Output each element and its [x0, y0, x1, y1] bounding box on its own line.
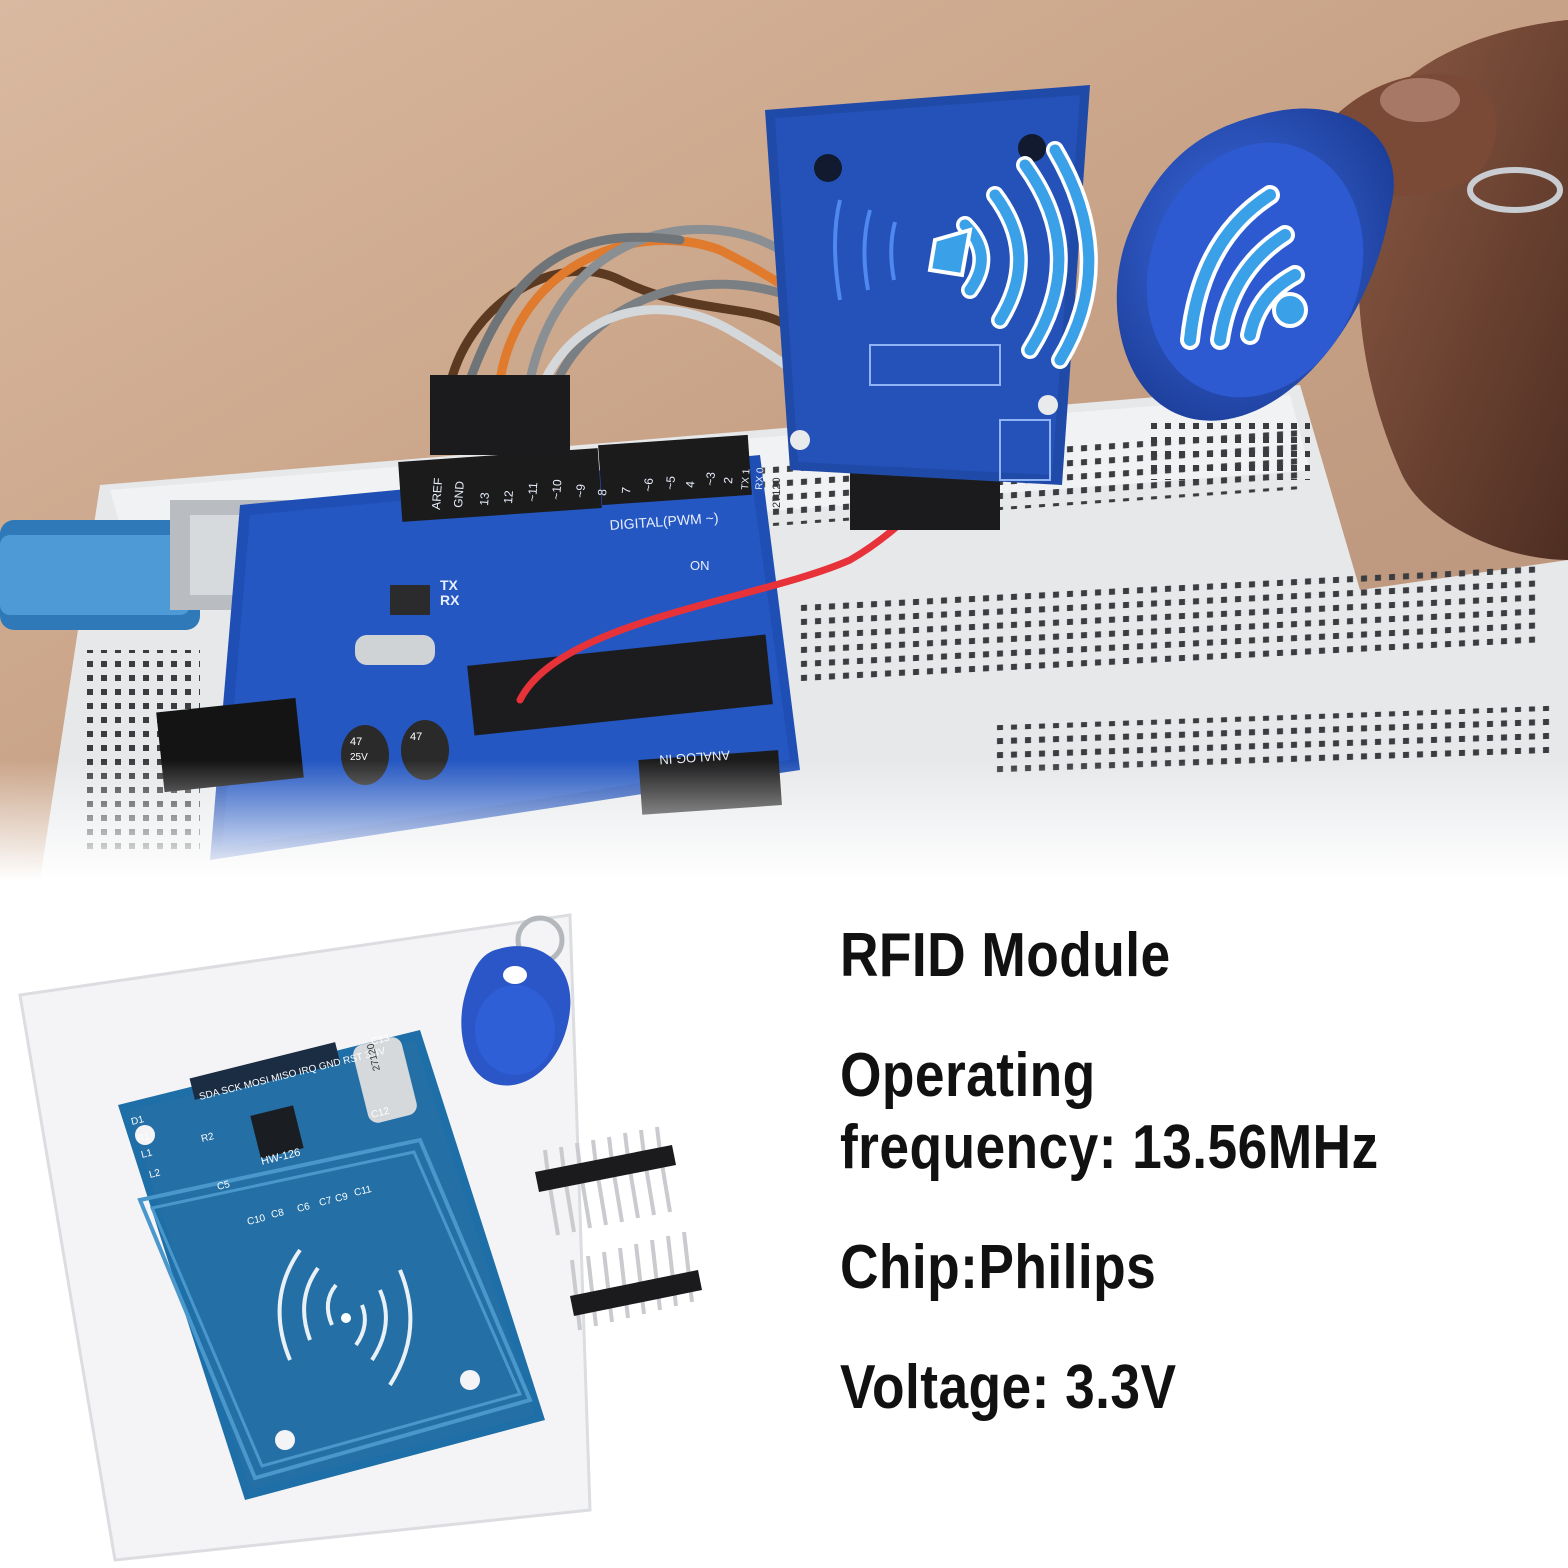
keyfob-tag	[461, 915, 571, 1086]
pin-6-label: ~6	[641, 477, 656, 492]
spec-voltage: Voltage: 3.3V	[840, 1353, 1177, 1422]
spec-frequency: Operating frequency: 13.56MHz	[840, 1040, 1528, 1184]
pin-1-label: TX 1	[740, 468, 752, 490]
label-c8: C8	[270, 1207, 285, 1221]
spec-title: RFID Module	[840, 921, 1171, 990]
pin-header-bent	[535, 1126, 676, 1236]
tx-label: TX	[440, 577, 459, 593]
spec-list: RFID Module Operating frequency: 13.56MH…	[840, 920, 1540, 1424]
label-c12: C12	[370, 1106, 391, 1121]
pin-11-label: ~11	[525, 481, 540, 502]
label-c7: C7	[318, 1195, 333, 1209]
rfid-reader-photo	[765, 85, 1098, 485]
capacitor-2-value: 47	[410, 731, 422, 743]
pin-2-label: 2	[721, 476, 735, 484]
on-led-label: ON	[690, 558, 710, 573]
rx-label: RX	[440, 592, 460, 608]
pin-4-label: 4	[683, 480, 697, 488]
keyfob-wifi-symbol	[1180, 185, 1308, 350]
pin-8-label: 8	[595, 488, 609, 496]
pin-0-label: RX 0	[754, 467, 767, 490]
capacitor-1-value: 47	[350, 736, 362, 748]
label-l2: L2	[148, 1167, 162, 1180]
label-r1: R1	[136, 1131, 151, 1145]
digital-header-label: DIGITAL(PWM ~)	[609, 509, 719, 533]
pin-7-label: 7	[619, 486, 633, 494]
spec-frequency-line-2: frequency: 13.56MHz	[840, 1113, 1379, 1182]
pin-10-label: ~10	[549, 479, 564, 501]
label-c9: C9	[334, 1191, 349, 1205]
label-c13: C13	[370, 1033, 391, 1048]
usage-photo: DIGITAL(PWM ~) ON TX RX AREF GND 13 12 ~…	[0, 0, 1568, 880]
pin-13-label: 13	[477, 492, 492, 507]
arduino-board: DIGITAL(PWM ~) ON TX RX AREF GND 13 12 ~…	[156, 434, 800, 860]
photo-fade	[0, 760, 1568, 880]
aref-label: AREF	[429, 477, 445, 510]
spec-frequency-line-1: Operating	[840, 1041, 1096, 1110]
label-c5: C5	[216, 1179, 231, 1193]
label-c6: C6	[296, 1201, 311, 1215]
pin-9-label: ~9	[573, 483, 588, 498]
label-d1: D1	[130, 1114, 145, 1128]
pin-header-straight	[570, 1231, 702, 1331]
label-l1: L1	[140, 1147, 154, 1160]
capacitor-voltage: 25V	[350, 752, 368, 763]
spec-chip: Chip:Philips	[840, 1233, 1157, 1302]
pin-12-label: 12	[501, 490, 516, 505]
kit-contents: SDA SCK MOSI MISO IRQ GND RST 3.3V HW-12…	[18, 913, 702, 1562]
hand-with-tag	[1116, 20, 1568, 560]
gnd-label: GND	[451, 480, 467, 508]
label-c10: C10	[246, 1213, 267, 1228]
breadboard-crystal-label: 27120	[771, 477, 783, 508]
label-r2: R2	[200, 1131, 215, 1145]
rfid-module-pcb: SDA SCK MOSI MISO IRQ GND RST 3.3V HW-12…	[118, 1030, 545, 1500]
pin-5-label: ~5	[663, 475, 678, 490]
pin-3-label: ~3	[703, 471, 718, 486]
label-c11: C11	[353, 1184, 373, 1199]
